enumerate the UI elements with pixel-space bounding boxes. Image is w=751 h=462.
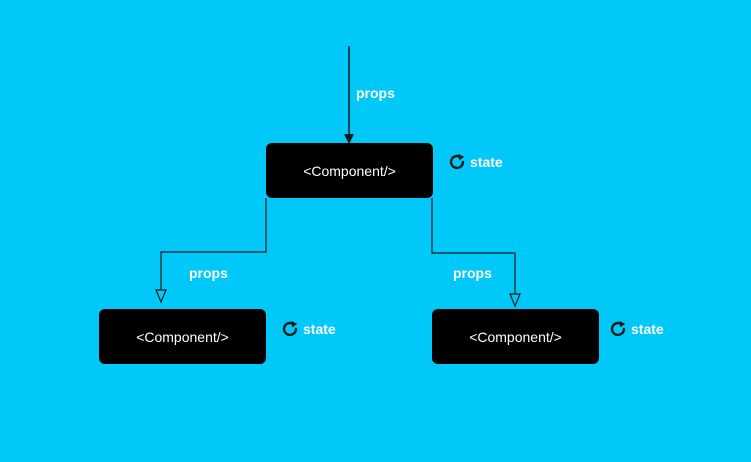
right-props-label: props xyxy=(453,265,492,281)
refresh-icon xyxy=(282,320,298,337)
root-state: state xyxy=(446,151,503,173)
right-props-arrowhead xyxy=(509,293,521,308)
root-component-node: <Component/> xyxy=(266,143,433,198)
input-props-label: props xyxy=(356,85,395,101)
left-state: state xyxy=(279,318,336,340)
right-state: state xyxy=(607,318,664,340)
refresh-icon xyxy=(449,153,465,170)
left-props-arrow-line xyxy=(160,198,267,290)
left-component-node: <Component/> xyxy=(99,309,266,364)
left-props-label: props xyxy=(189,265,228,281)
right-component-node: <Component/> xyxy=(432,309,599,364)
input-props-arrowhead xyxy=(344,134,354,144)
left-props-arrowhead xyxy=(155,289,167,304)
refresh-icon xyxy=(610,320,626,337)
root-state-label: state xyxy=(470,154,503,170)
right-props-arrow-line xyxy=(431,198,516,294)
left-state-label: state xyxy=(303,321,336,337)
right-state-label: state xyxy=(631,321,664,337)
